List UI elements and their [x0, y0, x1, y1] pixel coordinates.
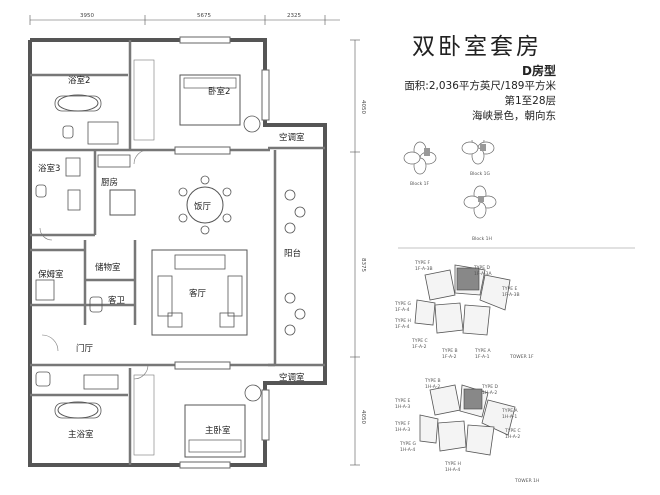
svg-text:TYPE B: TYPE B: [441, 348, 458, 354]
room-bath2: 浴室2: [68, 75, 90, 86]
room-master-bed: 主卧室: [205, 425, 231, 436]
svg-text:TYPE G: TYPE G: [399, 441, 416, 447]
svg-text:1H-A-2: 1H-A-2: [425, 384, 440, 390]
room-ac-bottom: 空调室: [279, 372, 305, 383]
block-1h-icon: [463, 185, 497, 219]
svg-text:TYPE F: TYPE F: [394, 421, 410, 427]
room-foyer: 门厅: [76, 343, 94, 354]
svg-text:1H-A-3: 1H-A-3: [395, 404, 410, 410]
tower-1f-caption: TOWER 1F: [509, 354, 534, 360]
unit-type: D房型: [522, 64, 556, 78]
tower-1f-labels: TYPE F 1F-A-3B TYPE E 1F-A-3B TYPE C 1F-…: [394, 260, 520, 360]
tower-1h-highlight-sub: 1H-A-2: [482, 390, 497, 396]
svg-text:TYPE F: TYPE F: [414, 260, 430, 266]
svg-text:1H-A-3: 1H-A-3: [395, 427, 410, 433]
svg-text:TYPE E: TYPE E: [394, 398, 410, 404]
svg-text:1H-A-4: 1H-A-4: [445, 467, 460, 473]
svg-text:1H-A-2: 1H-A-2: [505, 434, 520, 440]
svg-text:TYPE E: TYPE E: [501, 286, 517, 292]
block-1g-label: Block 1G: [470, 171, 490, 177]
room-kitchen: 厨房: [101, 177, 118, 188]
svg-text:TYPE G: TYPE G: [394, 301, 411, 307]
dim-top-1: 3950: [80, 13, 94, 19]
walls: [28, 38, 327, 467]
room-ac-top: 空调室: [279, 132, 305, 143]
block-1f-icon: [403, 141, 437, 175]
block-1h-label: Block 1H: [472, 236, 492, 242]
room-guest-wc: 客卫: [108, 295, 126, 306]
top-dimensions: [29, 15, 340, 25]
page-title: 双卧室套房: [412, 34, 542, 60]
tower-1h-highlight: TYPE D: [481, 384, 498, 390]
unit-floors: 第1至28层: [504, 95, 556, 107]
svg-text:TYPE A: TYPE A: [501, 408, 518, 414]
tower-1h-caption: TOWER 1H: [514, 478, 539, 484]
svg-text:TYPE H: TYPE H: [394, 318, 411, 324]
room-maid: 保姆室: [38, 269, 64, 280]
tower-1h-plan: [419, 384, 516, 456]
svg-text:1F-A-3B: 1F-A-3B: [502, 292, 520, 298]
svg-text:1H-A-4: 1H-A-4: [400, 447, 415, 453]
svg-text:1F-A-2: 1F-A-2: [412, 344, 427, 350]
room-bath3: 浴室3: [38, 163, 60, 174]
dim-right-2: 8375: [360, 258, 366, 272]
room-dining: 饭厅: [194, 201, 212, 212]
room-balcony: 阳台: [284, 248, 301, 259]
block-1g-icon: [461, 140, 495, 165]
room-bedroom2: 卧室2: [208, 86, 230, 97]
dim-right-3: 4050: [360, 410, 366, 424]
svg-text:1F-A-3B: 1F-A-3B: [415, 266, 433, 272]
unit-info: D房型 面积:2,036平方英尺/189平方米 第1至28层 海峡景色，朝向东: [404, 64, 556, 124]
svg-text:1F-A-2: 1F-A-2: [442, 354, 457, 360]
svg-text:TYPE B: TYPE B: [424, 378, 441, 384]
right-dimensions: [350, 39, 360, 466]
key-plans: Block 1F Block 1G Block 1H TYPE D 1F-A-3…: [394, 140, 635, 484]
block-1f-label: Block 1F: [410, 181, 429, 187]
tower-1f-plan: [414, 264, 511, 336]
svg-text:TYPE H: TYPE H: [444, 461, 461, 467]
svg-text:1F-A-4: 1F-A-4: [395, 324, 410, 330]
unit-area: 面积:2,036平方英尺/189平方米: [404, 80, 556, 92]
tower-1h-labels: TYPE B 1H-A-2 TYPE E 1H-A-3 TYPE F 1H-A-…: [394, 378, 521, 473]
room-storage: 储物室: [95, 262, 121, 273]
dim-top-3: 2325: [287, 13, 301, 19]
svg-text:TYPE A: TYPE A: [474, 348, 491, 354]
room-master-bath: 主浴室: [68, 429, 94, 440]
dim-top-2: 5675: [197, 13, 211, 19]
svg-text:1F-A-4: 1F-A-4: [395, 307, 410, 313]
svg-text:TYPE C: TYPE C: [504, 428, 521, 434]
svg-text:1H-A-1: 1H-A-1: [502, 414, 517, 420]
floor-plan: 3950 5675 2325 4050 8375 4050: [28, 13, 366, 469]
dim-right-1: 4050: [360, 100, 366, 114]
unit-view: 海峡景色，朝向东: [472, 110, 556, 122]
tower-1f-highlight-sub: 1F-A-3A: [474, 271, 492, 277]
room-living: 客厅: [189, 288, 207, 299]
svg-text:1F-A-1: 1F-A-1: [475, 354, 490, 360]
tower-1f-highlight: TYPE D: [473, 265, 490, 271]
svg-text:TYPE C: TYPE C: [411, 338, 428, 344]
